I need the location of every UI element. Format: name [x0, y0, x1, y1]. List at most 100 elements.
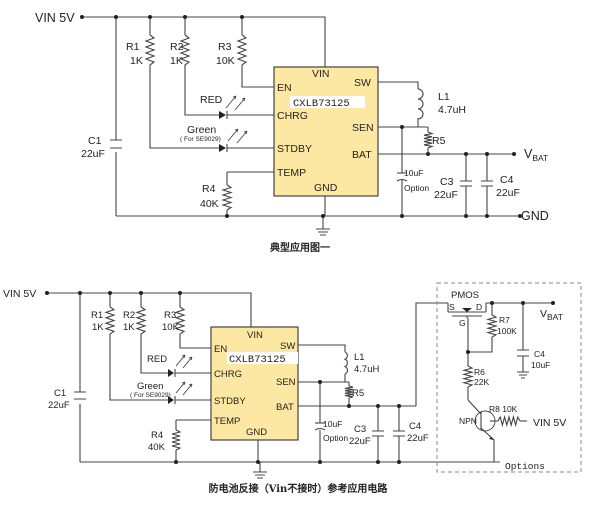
- pin-chrg-1: CHRG: [277, 110, 308, 122]
- r1-label-1: R1: [126, 41, 140, 53]
- pin-en-2: EN: [214, 344, 227, 355]
- pin-sw-1: SW: [354, 77, 371, 89]
- resistor-r1-1: [144, 34, 156, 68]
- resistor-r5-1: [423, 131, 434, 149]
- ic-chip-2: [210, 326, 299, 441]
- c3-label-2: C3: [354, 424, 366, 435]
- pin-stdby-2: STDBY: [214, 396, 246, 407]
- copt-value-2: 10uF: [323, 419, 342, 429]
- r4-value-2: 40K: [148, 442, 166, 453]
- c4-value-2: 22uF: [407, 433, 429, 444]
- r1-label-2: R1: [91, 310, 103, 321]
- capacitor-c3-2: [372, 430, 384, 437]
- r3-value-2: 10K: [162, 322, 180, 333]
- caption-1: 典型应用图一: [270, 241, 330, 254]
- r2-label-2: R2: [123, 310, 135, 321]
- r6-label-2: R6: [474, 367, 485, 377]
- wires-1: [82, 16, 520, 229]
- resistor-r7-2: [485, 314, 499, 338]
- wires-2: [47, 292, 553, 472]
- vbat-label-2: VBAT: [540, 308, 563, 322]
- vin-right-label-2: VIN 5V: [533, 417, 566, 429]
- pin-gnd-2: GND: [246, 427, 267, 438]
- r4-label-2: R4: [151, 430, 163, 441]
- c4-label-2: C4: [409, 421, 421, 432]
- vin-label-2: VIN 5V: [3, 288, 36, 300]
- r2-label-1: R2: [170, 41, 184, 53]
- led-green-note-1: ( For SE9029): [180, 136, 221, 143]
- pin-chrg-2: CHRG: [214, 369, 242, 380]
- pin-en-1: EN: [277, 82, 292, 94]
- options-label: Options: [505, 461, 545, 472]
- pmos-pin-g: G: [459, 318, 466, 328]
- chip-name-2: CXLB73125: [229, 354, 286, 366]
- chip-name-bg-2: [227, 352, 298, 364]
- c4b-value-2: 10uF: [531, 360, 550, 370]
- r2-value-1: 1K: [170, 55, 183, 67]
- npn-label: NPN: [459, 416, 477, 426]
- led-green-label-1: Green: [187, 124, 216, 136]
- chip-name-bg-1: [290, 96, 365, 108]
- r3-value-1: 10K: [216, 55, 235, 67]
- led-green-1: [219, 128, 248, 152]
- resistor-r2-1: [179, 34, 191, 68]
- resistor-r8-2: [497, 414, 521, 428]
- pmos-pin-s: S: [449, 302, 455, 312]
- c4b-label-2: C4: [534, 349, 545, 359]
- pin-temp-2: TEMP: [214, 416, 240, 427]
- r7-label-2: R7: [499, 315, 510, 325]
- l1-label-2: L1: [354, 352, 365, 363]
- gnd-label-1: GND: [521, 209, 549, 223]
- pin-sen-2: SEN: [276, 377, 296, 388]
- led-red-label-1: RED: [200, 94, 223, 106]
- pin-vin-2: VIN: [247, 330, 263, 341]
- resistor-r1-2: [104, 306, 116, 337]
- r7-value-2: 100K: [497, 326, 517, 336]
- resistor-r4-2: [171, 429, 182, 451]
- vin-label-1: VIN 5V: [35, 11, 75, 25]
- capacitor-c1-1: [110, 139, 122, 149]
- resistor-r6-2: [461, 365, 475, 388]
- pmos-label: PMOS: [451, 290, 479, 301]
- r5-label-2: R5: [352, 388, 364, 399]
- pin-gnd-1: GND: [314, 182, 338, 194]
- ground-c4b-2: [517, 371, 529, 379]
- c3-value-1: 22uF: [434, 189, 458, 201]
- inductor-l1-1: [417, 88, 424, 120]
- capacitor-c4-1: [481, 180, 493, 187]
- capacitor-c4-2: [393, 430, 405, 437]
- pin-vin-1: VIN: [312, 68, 330, 80]
- r3-label-1: R3: [218, 41, 232, 53]
- junctions-1: [80, 15, 522, 218]
- led-green-label-2: Green: [137, 381, 163, 392]
- c1-label-1: C1: [88, 135, 102, 147]
- pmos-transistor: [447, 303, 487, 318]
- resistor-r3-1: [236, 34, 248, 68]
- r1-value-2: 1K: [92, 322, 104, 333]
- diagram-2: CXLB73125 VIN EN CHRG STDBY TEMP SW SEN …: [3, 282, 582, 495]
- r6-value-2: 22K: [474, 377, 489, 387]
- diagram-1: CXLB73125 VIN EN CHRG STDBY TEMP SW SEN …: [35, 11, 549, 254]
- caption-2: 防电池反接（Vin不接时）参考应用电路: [209, 482, 389, 495]
- c1-value-1: 22uF: [81, 148, 105, 160]
- pmos-pin-d: D: [476, 302, 482, 312]
- pin-bat-1: BAT: [352, 149, 372, 161]
- c4-label-1: C4: [500, 174, 514, 186]
- ground-symbol-1: [316, 228, 330, 236]
- r4-value-1: 40K: [200, 198, 219, 210]
- copt-label-1: Option: [404, 183, 429, 193]
- led-red-1: [219, 95, 246, 119]
- resistor-r2-2: [135, 306, 147, 337]
- ic-chip-1: [273, 66, 379, 197]
- copt-value-1: 10uF: [404, 168, 423, 178]
- capacitor-c3-1: [460, 180, 472, 187]
- l1-value-2: 4.7uH: [354, 364, 379, 375]
- pin-temp-1: TEMP: [277, 167, 306, 179]
- r1-value-1: 1K: [130, 55, 143, 67]
- l1-value-1: 4.7uH: [438, 104, 466, 116]
- pin-sw-2: SW: [280, 341, 295, 352]
- c1-value-2: 22uF: [48, 400, 70, 411]
- c4-value-1: 22uF: [496, 187, 520, 199]
- resistor-r5-2: [344, 385, 354, 399]
